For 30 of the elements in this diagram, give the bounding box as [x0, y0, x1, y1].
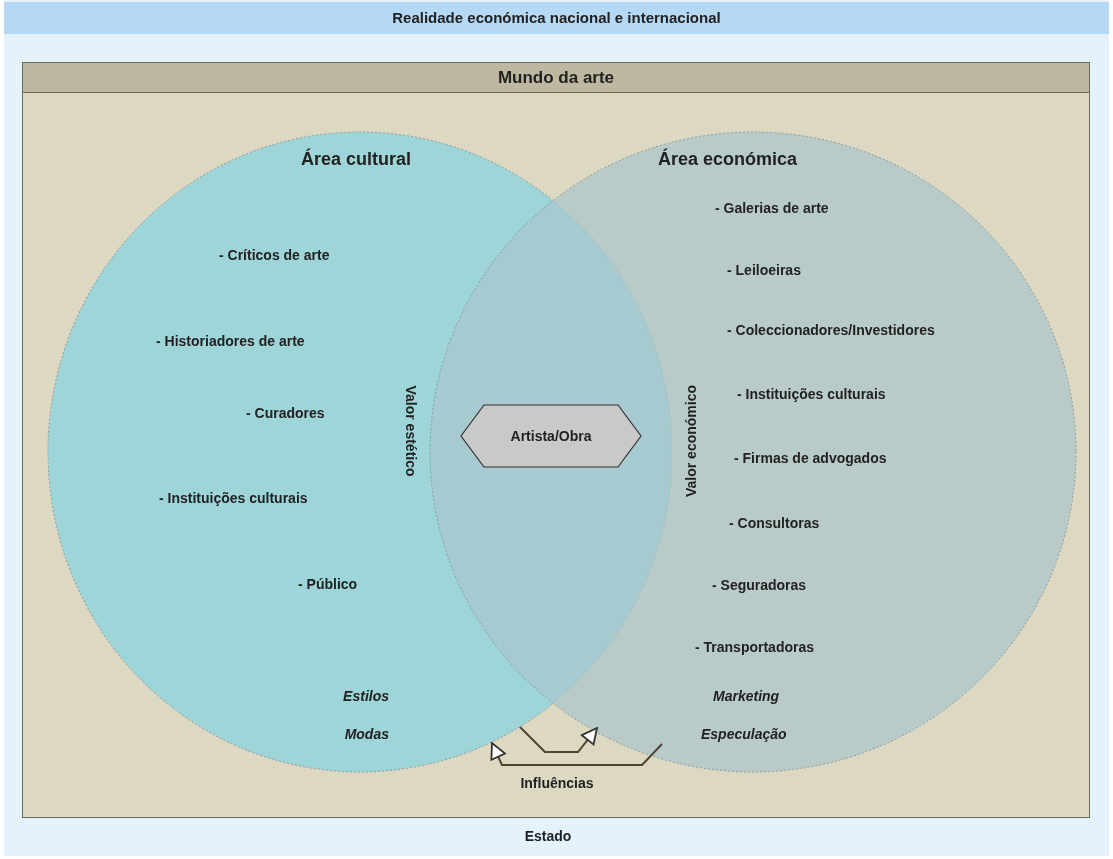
list-item: - Historiadores de arte — [156, 332, 305, 350]
footer-label: Estado — [524, 827, 572, 845]
node-label: Artista/Obra — [510, 427, 592, 445]
vertical-label: Valor económico — [682, 385, 700, 497]
list-item: - Curadores — [246, 404, 325, 422]
hexagon — [460, 404, 642, 468]
arrow — [490, 742, 663, 766]
title-bar: Realidade económica nacional e internacional — [4, 2, 1109, 34]
keyword-label: Especulação — [701, 725, 787, 743]
list-item: - Coleccionadores/Investidores — [727, 321, 935, 339]
list-item: - Críticos de arte — [219, 246, 330, 264]
arrow — [519, 726, 598, 753]
list-item: - Leiloeiras — [727, 261, 801, 279]
keyword-label: Modas — [344, 725, 389, 743]
list-item: - Instituições culturais — [737, 385, 886, 403]
list-item: - Público — [298, 575, 358, 593]
vertical-label: Valor estético — [402, 385, 420, 477]
list-item: - Transportadoras — [695, 638, 815, 656]
list-item: - Galerias de arte — [715, 199, 829, 217]
list-item: - Consultoras — [729, 514, 820, 532]
list-item: - Seguradoras — [712, 576, 807, 594]
caption-label: Influências — [520, 774, 594, 792]
venn-circle — [429, 131, 1077, 773]
keyword-label: Marketing — [713, 687, 780, 705]
list-item: - Instituições culturais — [159, 489, 308, 507]
keyword-label: Estilos — [343, 687, 389, 705]
circle-heading: Área cultural — [301, 150, 411, 168]
circle-heading: Área económica — [658, 150, 798, 168]
list-item: - Firmas de advogados — [734, 449, 887, 467]
panel-title: Mundo da arte — [23, 63, 1089, 93]
